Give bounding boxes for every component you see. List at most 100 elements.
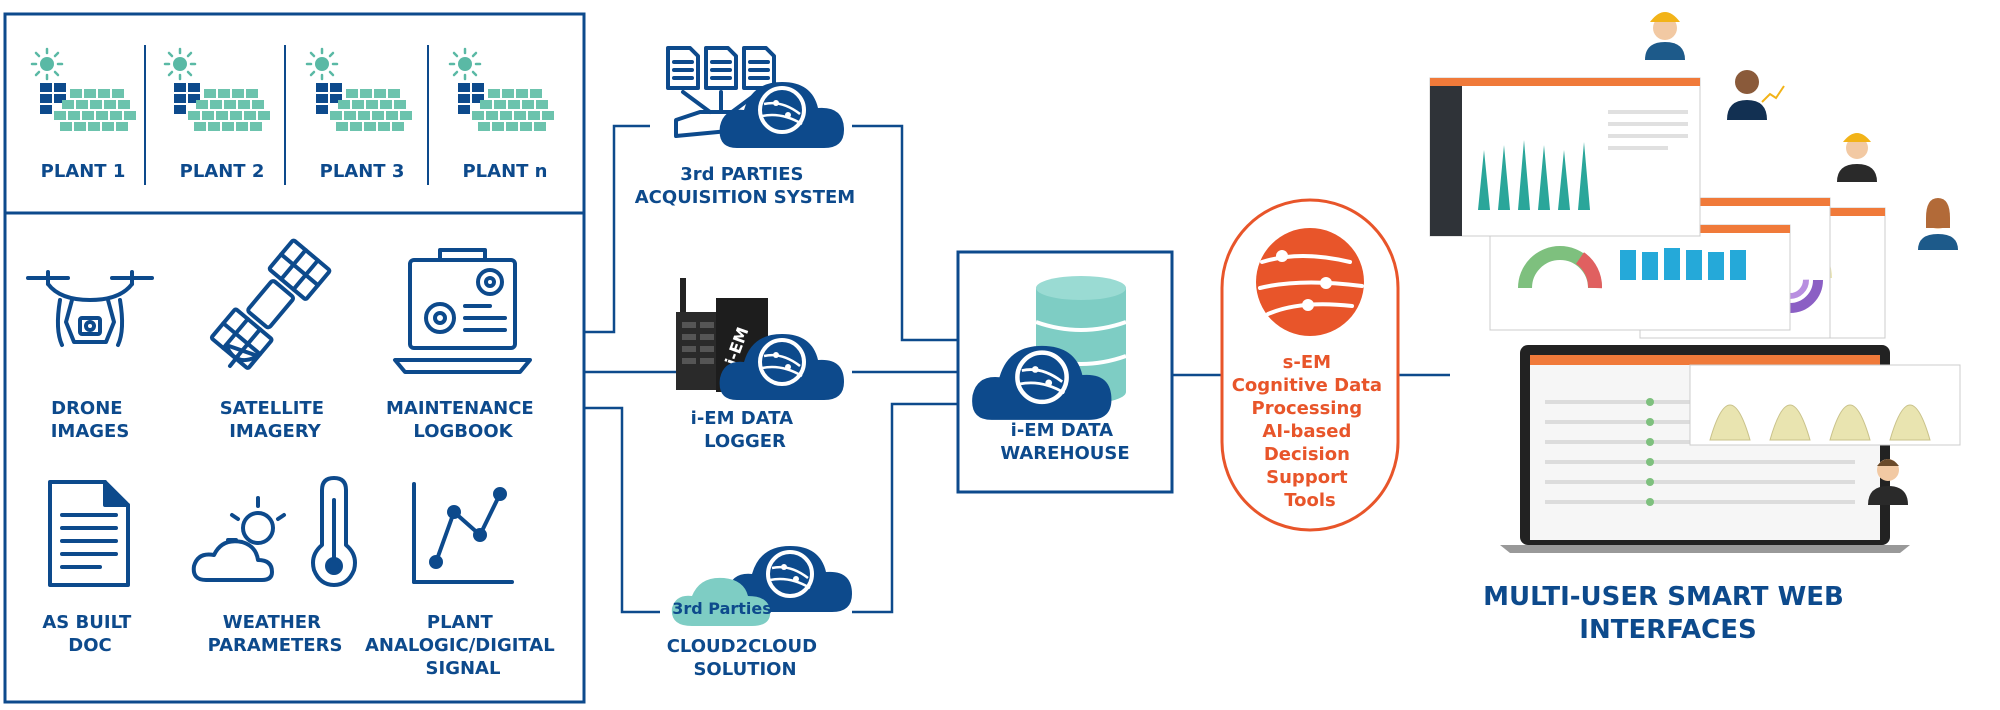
solar-panel-icon <box>458 83 554 131</box>
sem-frame <box>1220 198 1400 532</box>
svg-text:AS BUILT DOC: AS BUILT DOC <box>42 612 137 656</box>
node-label-line: LOGGER <box>704 431 786 452</box>
plant-label: PLANT 1 <box>41 161 126 182</box>
source-label-line: DOC <box>68 635 111 656</box>
svg-text:PLANT ANALOGIC/DIGITAL: PLANT ANALOGIC/DIGITAL SIGNAL <box>365 612 561 679</box>
plant-label: PLANT 3 <box>320 161 405 182</box>
screen-gauge <box>1489 224 1791 331</box>
screen-dashboard <box>1429 77 1701 237</box>
screen-curves <box>1689 364 1961 446</box>
source-label-line: LOGBOOK <box>413 421 513 442</box>
node-label-line: WAREHOUSE <box>1000 443 1129 464</box>
source-label-line: DRONE <box>51 398 122 419</box>
connector-c2c-warehouse <box>852 402 958 614</box>
user-icon-worker <box>1645 12 1685 60</box>
source-label-line: SATELLITE <box>220 398 324 419</box>
asbuilt-source: AS BUILT DOC <box>42 480 137 656</box>
sources-frame <box>3 12 586 704</box>
sun-icon <box>163 47 197 81</box>
cloud2cloud: 3rd Parties CLOUD2CLOUD SOLUTION <box>667 544 854 680</box>
cloud-icon <box>717 80 846 150</box>
svg-text:MULTI-USER SMART WEB INT: MULTI-USER SMART WEB INTERFACES <box>1483 582 1853 645</box>
plant-3: PLANT 3 <box>305 47 412 182</box>
sem-label-line: Cognitive Data <box>1232 375 1382 396</box>
weather-icon <box>191 476 357 587</box>
source-label-line: PARAMETERS <box>208 635 343 656</box>
sem-processing: s-EM Cognitive Data Processing AI-based … <box>1220 198 1400 532</box>
node-label-line: i-EM DATA <box>1011 420 1113 441</box>
plant-label: PLANT n <box>462 161 547 182</box>
connectors <box>584 124 1450 614</box>
plant-2: PLANT 2 <box>163 47 270 182</box>
svg-text:i-EM DATA LOGGER: i-EM DATA LOGGER <box>691 408 800 452</box>
source-label-line: SIGNAL <box>426 658 501 679</box>
sem-label-line: Decision <box>1264 444 1350 465</box>
svg-text:i-EM DATA WAREHOUSE: i-EM DATA WAREHOUSE <box>1000 420 1129 464</box>
source-label-line: MAINTENANCE <box>386 398 534 419</box>
svg-text:SATELLITE IMAGERY: SATELLITE IMAGERY <box>220 398 331 442</box>
web-interfaces: MULTI-USER SMART WEB INTERFACES <box>1429 12 1961 645</box>
svg-text:MAINTENANCE LOGBOOK: MAINTENANCE LOGBOOK <box>386 398 540 442</box>
source-label-line: ANALOGIC/DIGITAL <box>365 635 555 656</box>
svg-text:s-EM Cognitive Data: s-EM Cognitive Data Processing AI-based … <box>1232 352 1389 511</box>
sun-icon <box>30 47 64 81</box>
plant-label: PLANT 2 <box>180 161 265 182</box>
satellite-icon <box>209 238 332 370</box>
maintenance-source: MAINTENANCE LOGBOOK <box>386 248 540 442</box>
source-label-line: WEATHER <box>223 612 321 633</box>
source-label-line: AS BUILT <box>42 612 132 633</box>
node-label-line: 3rd PARTIES <box>680 164 803 185</box>
connector-to-3rd-party <box>584 124 650 334</box>
user-icon-engineer <box>1837 133 1877 182</box>
line-graph-icon <box>412 482 514 584</box>
svg-text:WEATHER PARAMETERS: WEATHER PARAMETERS <box>208 612 343 656</box>
user-icon-analyst <box>1727 70 1785 120</box>
svg-text:3rd PARTIES ACQUISITION: 3rd PARTIES ACQUISITION SYSTEM <box>635 164 855 208</box>
signal-source: PLANT ANALOGIC/DIGITAL SIGNAL <box>365 482 561 679</box>
third-party-acquisition: 3rd PARTIES ACQUISITION SYSTEM <box>635 46 855 208</box>
solar-panel-icon <box>40 83 136 131</box>
cloud-badge: 3rd Parties <box>672 599 772 618</box>
connector-to-cloud2cloud <box>584 406 660 614</box>
sun-icon <box>448 47 482 81</box>
svg-text:CLOUD2CLOUD SOLUTION: CLOUD2CLOUD SOLUTION <box>667 636 824 680</box>
source-label-line: PLANT <box>427 612 494 633</box>
sun-icon <box>305 47 339 81</box>
sources-panel: PLANT 1 PLANT 2 PLANT 3 PLANT n <box>3 12 586 704</box>
solar-panel-icon <box>316 83 412 131</box>
drone-icon <box>26 270 154 347</box>
weather-source: WEATHER PARAMETERS <box>191 476 357 656</box>
sem-label-line: AI-based <box>1262 421 1351 442</box>
logger-device-icon: i-EM <box>676 278 768 392</box>
source-label-line: IMAGES <box>51 421 130 442</box>
data-warehouse: i-EM DATA WAREHOUSE <box>956 250 1174 494</box>
sem-label-line: Tools <box>1284 490 1336 511</box>
sem-label-line: Support <box>1266 467 1348 488</box>
sem-label-line: Processing <box>1252 398 1363 419</box>
satellite-source: SATELLITE IMAGERY <box>209 238 332 442</box>
interfaces-title-line: MULTI-USER SMART WEB <box>1483 582 1844 612</box>
connector-3rd-party-warehouse <box>852 124 958 342</box>
document-icon <box>48 480 130 587</box>
interfaces-title-line: INTERFACES <box>1579 615 1756 645</box>
warehouse-frame <box>956 250 1174 494</box>
third-party-cloud-icon <box>671 577 771 626</box>
solar-panel-icon <box>174 83 270 131</box>
drone-source: DRONE IMAGES <box>26 270 154 442</box>
user-icon-woman <box>1918 198 1958 250</box>
maintenance-laptop-icon <box>393 248 532 374</box>
node-label-line: SOLUTION <box>693 659 796 680</box>
sem-label-line: s-EM <box>1283 352 1331 373</box>
sem-logo-icon <box>1256 228 1364 336</box>
source-label-line: IMAGERY <box>229 421 321 442</box>
plant-n: PLANT n <box>448 47 554 182</box>
svg-text:DRONE IMAGES: DRONE IMAGES <box>51 398 130 442</box>
plant-1: PLANT 1 <box>30 47 136 182</box>
node-label-line: i-EM DATA <box>691 408 793 429</box>
node-label-line: ACQUISITION SYSTEM <box>635 187 855 208</box>
node-label-line: CLOUD2CLOUD <box>667 636 817 657</box>
data-logger: i-EM i-EM DATA LOGGER <box>676 278 846 452</box>
user-icon-manager <box>1868 459 1908 505</box>
